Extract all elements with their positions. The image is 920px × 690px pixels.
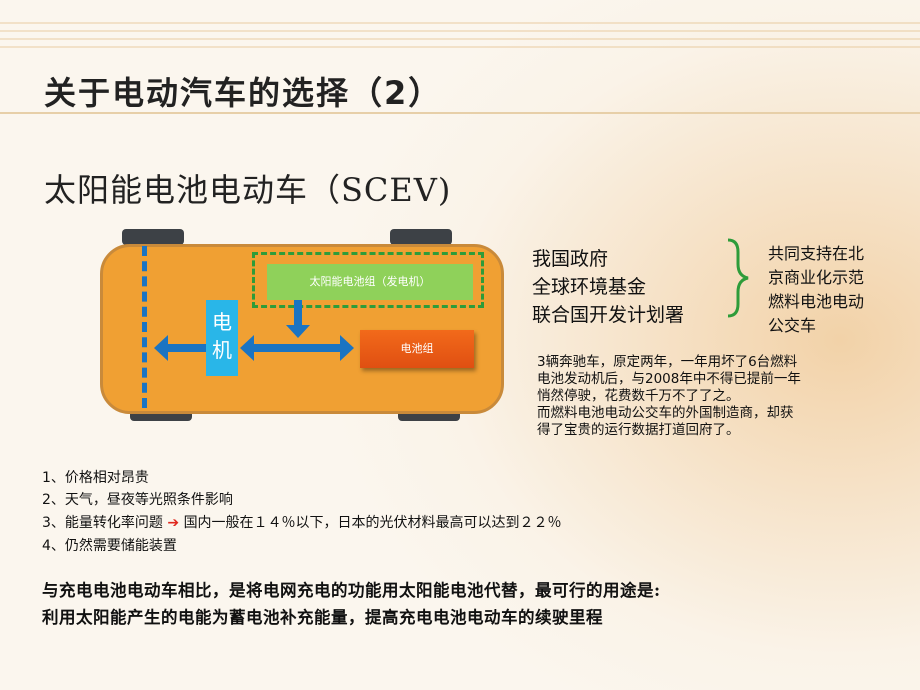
- issue-item-3: 3、能量转化率问题 ➔ 国内一般在１４％以下，日本的光伏材料最高可以达到２２％: [42, 512, 562, 532]
- story-paragraph: 3辆奔驰车，原定两年，一年用坏了6台燃料 电池发动机后，与2008年中不得已提前…: [537, 354, 897, 439]
- issue-item-3-detail: 国内一般在１４％以下，日本的光伏材料最高可以达到２２％: [183, 515, 562, 531]
- org-3: 联合国开发计划署: [532, 304, 685, 326]
- conclusion-line-2: 利用太阳能产生的电能为蓄电池补充能量，提高充电电池电动车的续驶里程: [42, 608, 603, 627]
- bg-stripe: [0, 46, 920, 48]
- double-arrow: [240, 335, 354, 361]
- slide-title: 关于电动汽车的选择（2）: [44, 74, 443, 112]
- org-2: 全球环境基金: [532, 276, 647, 298]
- story-line: 而燃料电池电动公交车的外国制造商，却获: [537, 405, 794, 421]
- support-note-line: 京商业化示范: [768, 268, 865, 287]
- tire-front-right: [390, 229, 452, 245]
- axle-dashed-line: [142, 246, 147, 408]
- right-arrow-icon: ➔: [167, 515, 180, 531]
- motor-label-1: 电: [212, 310, 232, 334]
- left-arrow: [154, 335, 206, 361]
- issue-item-3-label: 3、能量转化率问题: [42, 515, 163, 531]
- solar-panel-outline: [252, 252, 484, 308]
- slide-subtitle: 太阳能电池电动车（SCEV): [44, 171, 452, 209]
- title-divider: [0, 112, 920, 114]
- issue-item-4: 4、仍然需要储能装置: [42, 538, 177, 554]
- support-note-line: 燃料电池电动: [768, 292, 865, 311]
- down-arrow: [286, 300, 310, 338]
- story-line: 3辆奔驰车，原定两年，一年用坏了6台燃料: [537, 354, 798, 370]
- motor-block: 电 机: [206, 300, 238, 376]
- support-note-line: 公交车: [768, 316, 817, 335]
- bg-stripe: [0, 30, 920, 32]
- conclusion-line-1: 与充电电池电动车相比，是将电网充电的功能用太阳能电池代替，最可行的用途是:: [42, 581, 661, 600]
- battery-block: 电池组: [360, 330, 474, 368]
- story-line: 悄然停驶，花费数千万不了了之。: [537, 388, 740, 404]
- issue-item-1: 1、价格相对昂贵: [42, 470, 149, 486]
- story-line: 得了宝贵的运行数据打道回府了。: [537, 422, 740, 438]
- support-note-line: 共同支持在北: [768, 244, 865, 263]
- solar-panel: 太阳能电池组（发电机）: [267, 264, 473, 300]
- issue-item-2: 2、天气，昼夜等光照条件影响: [42, 492, 233, 508]
- tire-front-left: [122, 229, 184, 245]
- motor-label-2: 机: [212, 338, 232, 362]
- story-line: 电池发动机后，与2008年中不得已提前一年: [537, 371, 801, 387]
- bg-stripe: [0, 22, 920, 24]
- org-1: 我国政府: [532, 248, 609, 270]
- bg-stripe: [0, 38, 920, 40]
- green-brace: [727, 238, 749, 318]
